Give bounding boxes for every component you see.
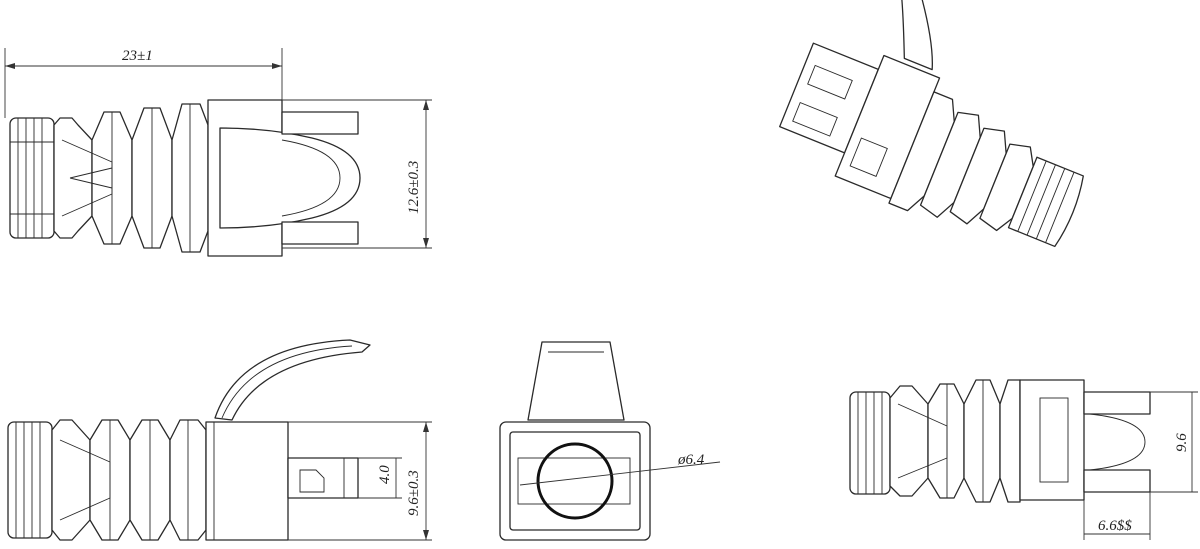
right-latch-top <box>1083 391 1151 415</box>
front-inner <box>509 431 641 531</box>
side-fin-1 <box>51 419 91 541</box>
iso-end-cap <box>1007 156 1084 248</box>
dim-offset-right-label: 6.6$$ <box>1098 518 1132 534</box>
front-view: ø6.4 <box>499 341 721 541</box>
right-fin-2 <box>927 383 965 499</box>
dim-length-label: 23±1 <box>122 48 153 64</box>
front-bore <box>536 442 614 520</box>
front-latch <box>527 341 625 421</box>
right-view: 9.6 6.6$$ <box>849 379 1198 540</box>
side-latch-arm <box>214 339 371 421</box>
latch-hood <box>219 127 361 229</box>
fin-1 <box>53 117 93 239</box>
right-fin-3 <box>963 379 1001 503</box>
latch-top <box>281 111 359 135</box>
iso-view <box>779 0 1084 248</box>
side-end-cap <box>7 421 53 539</box>
dim-width-right-label: 9.6 <box>1174 433 1190 452</box>
end-cap <box>9 117 55 239</box>
arrow-left <box>5 63 15 69</box>
dim-height-top-label: 12.6±0.3 <box>406 161 422 214</box>
side-view: 4.0 9.6±0.3 <box>7 339 432 541</box>
iso-latch-arm <box>896 0 933 71</box>
latch-bottom <box>281 221 359 245</box>
right-fin-1 <box>889 385 929 497</box>
right-fin-4 <box>999 379 1021 503</box>
dim-clip-label: 4.0 <box>377 465 393 484</box>
top-view: 23±1 12.6±0.3 <box>4 48 432 257</box>
side-body <box>205 421 289 541</box>
dim-diameter-label: ø6.4 <box>677 452 705 468</box>
dim-height-side-label: 9.6±0.3 <box>406 470 422 516</box>
arrow-right <box>272 63 282 69</box>
right-end-cap <box>849 391 891 495</box>
right-latch-bottom <box>1083 469 1151 493</box>
